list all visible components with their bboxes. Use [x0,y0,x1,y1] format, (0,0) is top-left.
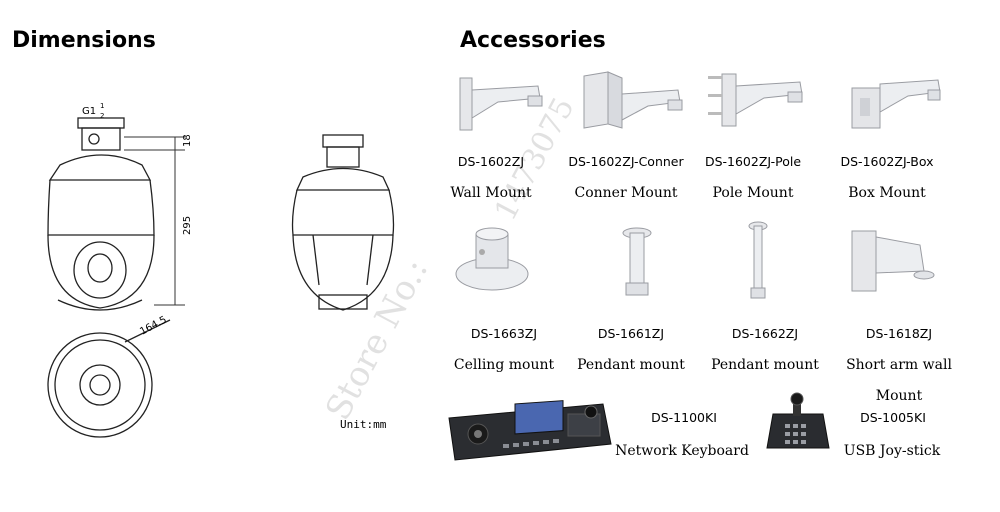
accessory-code: DS-1100KI [651,410,717,425]
accessory-desc: USB Joy-stick [843,443,941,459]
unit-label: Unit:mm [340,418,387,431]
accessory-desc: Conner Mount [574,185,678,201]
dimension-top-label: 18 [182,134,193,147]
accessory-desc: Box Mount [848,185,926,201]
box-mount-image [851,79,941,129]
accessories-heading: Accessories [460,28,606,53]
camera-front-view-drawing: G1 1 2 18 295 [47,102,193,311]
accessory-desc: Pendant mount [711,357,819,373]
accessory-code: DS-1602ZJ-Box [840,154,934,169]
accessory-desc: Short arm wall [846,357,952,373]
accessory-desc-line2: Mount [875,388,923,404]
wall-mount-image [459,77,543,131]
accessory-desc: Wall Mount [450,185,532,201]
network-keyboard-image [448,400,612,461]
accessory-desc: Pendant mount [577,357,685,373]
accessory-code: DS-1602ZJ-Conner [568,154,684,169]
accessory-code: DS-1662ZJ [731,326,799,341]
camera-side-view-drawing [291,134,395,311]
pole-mount-image [708,73,803,127]
thread-label: G1 [82,106,96,117]
dimension-height-label: 295 [182,216,193,235]
thread-fraction-den: 2 [100,112,104,120]
accessory-desc: Network Keyboard [615,443,749,459]
dimensions-heading: Dimensions [12,28,156,53]
accessory-code: DS-1602ZJ [457,154,525,169]
accessory-code: DS-1618ZJ [865,326,933,341]
accessory-code: DS-1602ZJ-Pole [704,154,802,169]
accessory-desc: Pole Mount [712,185,794,201]
pendant-mount-1662-image [748,221,768,299]
short-arm-wall-mount-image [851,230,935,292]
pendant-mount-1661-image [622,227,652,296]
usb-joystick-image [766,392,830,449]
conner-mount-image [583,71,683,129]
accessory-desc: Celling mount [453,357,555,373]
accessory-code: DS-1663ZJ [470,326,538,341]
camera-bottom-view-drawing: 164.5 [47,314,171,438]
accessory-code: DS-1661ZJ [597,326,665,341]
thread-fraction-num: 1 [100,102,104,110]
accessory-code: DS-1005KI [860,410,926,425]
ceiling-mount-image [455,227,529,291]
